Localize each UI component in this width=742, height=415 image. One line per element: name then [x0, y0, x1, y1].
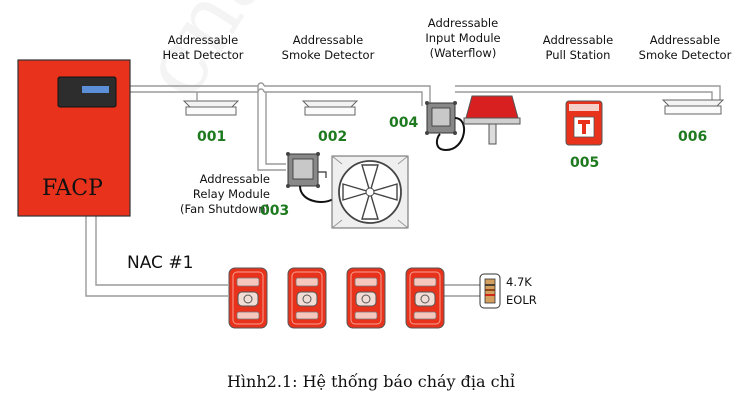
- eol-resistor-icon: [479, 273, 501, 309]
- slc-wiring: [85, 82, 721, 297]
- device-number-003: 003: [260, 203, 290, 219]
- eol-value: 4.7K: [506, 275, 532, 289]
- device-number-004: 004: [389, 115, 419, 131]
- input-module-004-icon: [425, 101, 466, 152]
- nac-appliances: [228, 267, 445, 329]
- pull-station-005-icon: [565, 100, 603, 146]
- horn-strobe-icon: [287, 267, 327, 329]
- waterflow-switch-icon: [463, 95, 521, 145]
- heat-detector-001-icon: [182, 92, 240, 116]
- horn-strobe-icon: [228, 267, 268, 329]
- horn-strobe-icon: [346, 267, 386, 329]
- relay-module-003-icon: [286, 152, 337, 203]
- facp-label: FACP: [42, 176, 103, 201]
- eol-label: EOLR: [506, 293, 537, 307]
- nac-label: NAC #1: [127, 253, 194, 273]
- smoke-detector-006-icon: [661, 99, 725, 115]
- device-number-005: 005: [570, 155, 600, 171]
- fan-unit-icon: [331, 155, 409, 229]
- device-number-002: 002: [318, 129, 348, 145]
- figure-caption: Hình2.1: Hệ thống báo cháy địa chỉ: [226, 372, 516, 391]
- device-number-001: 001: [197, 129, 227, 145]
- horn-strobe-icon: [405, 267, 445, 329]
- device-number-006: 006: [678, 129, 708, 145]
- facp-panel: [17, 59, 131, 217]
- smoke-detector-002-icon: [301, 100, 359, 116]
